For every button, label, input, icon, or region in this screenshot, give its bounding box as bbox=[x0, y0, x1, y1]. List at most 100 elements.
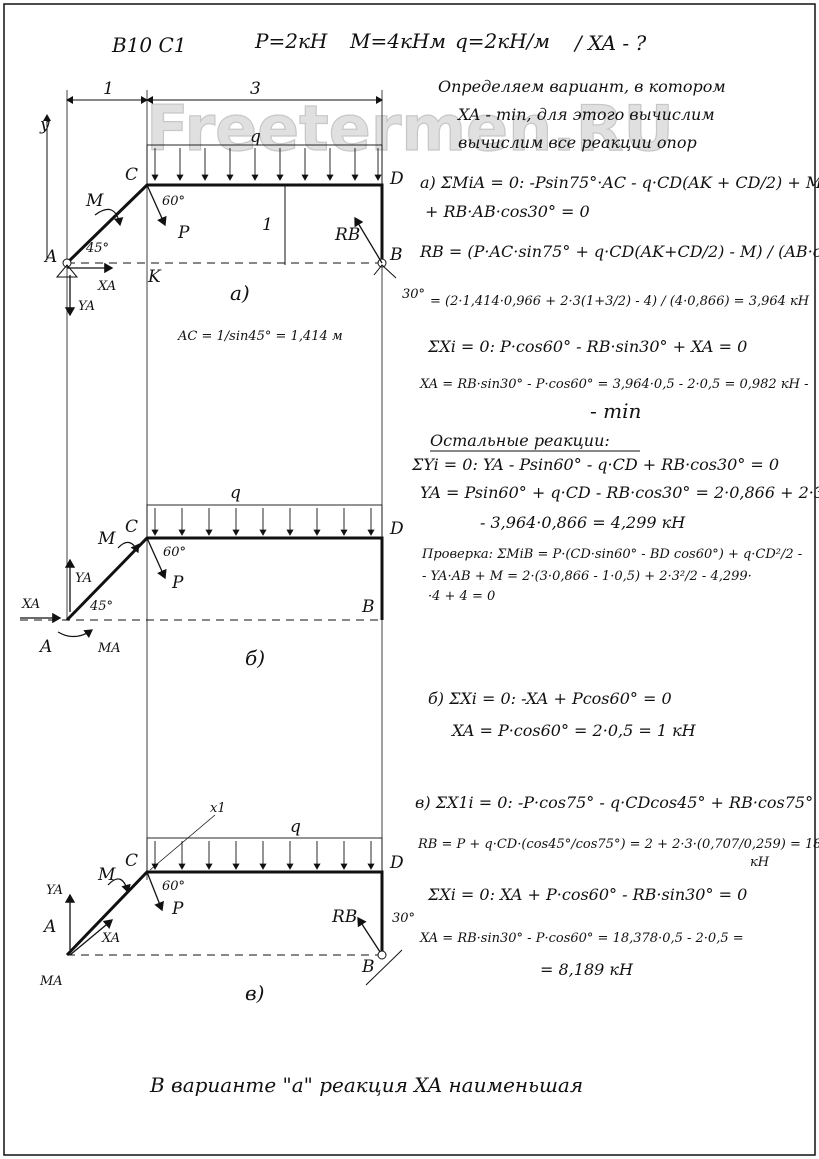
force-p-a bbox=[146, 184, 167, 227]
label-ma-v: MA bbox=[39, 974, 63, 989]
sol-v-line-1: в) ΣX1i = 0: -P·cos75° - q·CDcos45° + RB… bbox=[415, 793, 819, 812]
force-xa-v bbox=[69, 919, 113, 956]
label-rb-v: RB bbox=[331, 907, 357, 927]
label-b-a: B bbox=[389, 245, 403, 265]
label-d-b: D bbox=[389, 519, 404, 539]
intro-line-2: XA - min, для этого вычислим bbox=[456, 105, 715, 124]
support-a bbox=[55, 264, 79, 278]
dim-left: 1 bbox=[103, 79, 114, 99]
sol-b-line-2: XA = P·cos60° = 2·0,5 = 1 кН bbox=[450, 721, 697, 740]
diagram-b: q A C D B M P YA XA MA 45° 60° б) bbox=[20, 483, 404, 670]
label-a-a: A bbox=[43, 247, 57, 267]
frame-b bbox=[65, 536, 384, 622]
label-ya-b: YA bbox=[75, 571, 92, 586]
label-b-v: B bbox=[361, 957, 375, 977]
ac-formula: AC = 1/sin45° = 1,414 м bbox=[177, 329, 343, 344]
sol-a-line-3: RB = (P·AC·sin75° + q·CD(AK+CD/2) - M) /… bbox=[419, 242, 819, 261]
label-ma-b: MA bbox=[97, 641, 121, 656]
pin-b-v bbox=[377, 950, 387, 960]
intro-line-1: Определяем вариант, в котором bbox=[438, 77, 726, 96]
label-c-v: C bbox=[125, 851, 138, 871]
force-p-v bbox=[146, 871, 164, 912]
dim-right: 3 bbox=[250, 79, 261, 99]
sol-a-line-7: - min bbox=[590, 399, 641, 423]
label-p-v: P bbox=[171, 899, 184, 919]
header-task: / XA - ? bbox=[573, 31, 647, 55]
label-p-b: P bbox=[171, 573, 184, 593]
sol-a-line-6: XA = RB·sin30° - P·cos60° = 3,964·0,5 - … bbox=[419, 377, 808, 392]
support-b-v bbox=[365, 949, 403, 986]
label-xa-a: XA bbox=[97, 279, 116, 294]
diagram-v: q x1 A C D B M P RB YA XA MA 60° 30° в) bbox=[39, 801, 415, 1005]
label-m-v: M bbox=[97, 865, 116, 885]
moment-ma-b bbox=[57, 629, 93, 639]
label-m-a: M bbox=[85, 191, 104, 211]
header-m: M=4кНм bbox=[349, 29, 446, 53]
angle-60-b: 60° bbox=[163, 545, 186, 560]
label-a-v: A bbox=[42, 917, 56, 937]
label-xa-b: XA bbox=[21, 597, 40, 612]
angle-60-v: 60° bbox=[162, 879, 185, 894]
axis-y: y bbox=[39, 115, 50, 135]
pin-a bbox=[62, 258, 72, 268]
angle-45-b: 45° bbox=[89, 599, 113, 614]
label-ya-v: YA bbox=[46, 883, 63, 898]
moment-m-a bbox=[94, 208, 124, 227]
conclusion: В варианте "а" реакция XA наименьшая bbox=[149, 1073, 583, 1097]
other-reactions: Остальные реакции: ΣYi = 0: YA - Psin60°… bbox=[411, 431, 819, 532]
angle-45-a: 45° bbox=[85, 241, 109, 256]
intro-text: Определяем вариант, в котором XA - min, … bbox=[438, 77, 726, 152]
label-c-b: C bbox=[125, 517, 138, 537]
sol-a-line-2: + RB·AB·cos30° = 0 bbox=[425, 202, 590, 221]
label-q-v: q bbox=[290, 817, 301, 837]
other-line-2: YA = Psin60° + q·CD - RB·cos30° = 2·0,86… bbox=[420, 483, 819, 502]
angle-30-a: 30° bbox=[402, 287, 425, 302]
moment-m-b bbox=[117, 541, 140, 554]
sol-a-line-1: а) ΣMiA = 0: -Psin75°·AC - q·CD(AK + CD/… bbox=[420, 173, 819, 192]
sol-a-line-4: = (2·1,414·0,966 + 2·3(1+3/2) - 4) / (4·… bbox=[430, 294, 810, 309]
label-rb-a: RB bbox=[334, 225, 360, 245]
axis-x1-v bbox=[149, 814, 216, 871]
sol-a-line-5: ΣXi = 0: P·cos60° - RB·sin30° + XA = 0 bbox=[427, 337, 747, 356]
label-a-b: A bbox=[38, 637, 52, 657]
label-m-b: M bbox=[97, 529, 116, 549]
force-rb-v bbox=[357, 916, 383, 956]
sol-v-line-3: кН bbox=[750, 855, 770, 870]
frame-a bbox=[65, 183, 384, 265]
watermark: Freetermen.RU bbox=[146, 92, 674, 165]
label-p-a: P bbox=[177, 223, 190, 243]
force-rb-a bbox=[354, 216, 383, 264]
sol-v-line-5: XA = RB·sin30° - P·cos60° = 18,378·0,5 -… bbox=[419, 931, 744, 946]
check-line-3: ·4 + 4 = 0 bbox=[428, 589, 495, 604]
solution-a: а) ΣMiA = 0: -Psin75°·AC - q·CD(AK + CD/… bbox=[419, 173, 819, 423]
moment-m-v bbox=[107, 878, 131, 894]
header-q: q=2кН/м bbox=[455, 29, 550, 53]
label-k-a: K bbox=[147, 267, 162, 287]
page-border bbox=[3, 3, 816, 1156]
intro-line-3: вычислим все реакции опор bbox=[458, 133, 697, 152]
dimension-lines bbox=[66, 96, 383, 265]
label-xa-v: XA bbox=[101, 931, 120, 946]
frame-v bbox=[65, 870, 384, 957]
label-b-b: B bbox=[361, 597, 375, 617]
dim-height: 1 bbox=[262, 215, 273, 235]
header-variant: B10 C1 bbox=[111, 33, 187, 57]
label-d-v: D bbox=[389, 853, 404, 873]
check-line-1: Проверка: ΣMiB = P·(CD·sin60° - BD cos60… bbox=[421, 547, 802, 562]
caption-a: а) bbox=[230, 281, 250, 305]
other-line-1: ΣYi = 0: YA - Psin60° - q·CD + RB·cos30°… bbox=[411, 455, 779, 474]
solution-b: б) ΣXi = 0: -XA + Pcos60° = 0 XA = P·cos… bbox=[428, 689, 697, 740]
load-arrows-b bbox=[151, 508, 375, 536]
solution-v: в) ΣX1i = 0: -P·cos75° - q·CDcos45° + RB… bbox=[415, 793, 819, 979]
check-block: Проверка: ΣMiB = P·(CD·sin60° - BD cos60… bbox=[421, 547, 802, 604]
sol-v-line-2: RB = P + q·CD·(cos45°/cos75°) = 2 + 2·3·… bbox=[417, 837, 819, 852]
caption-v: в) bbox=[245, 981, 264, 1005]
label-d-a: D bbox=[389, 169, 404, 189]
label-ya-a: YA bbox=[78, 299, 95, 314]
angle-30-v: 30° bbox=[392, 911, 415, 926]
label-q-a: q bbox=[250, 127, 261, 147]
force-p-b bbox=[146, 537, 167, 580]
guide-lines bbox=[66, 90, 383, 880]
